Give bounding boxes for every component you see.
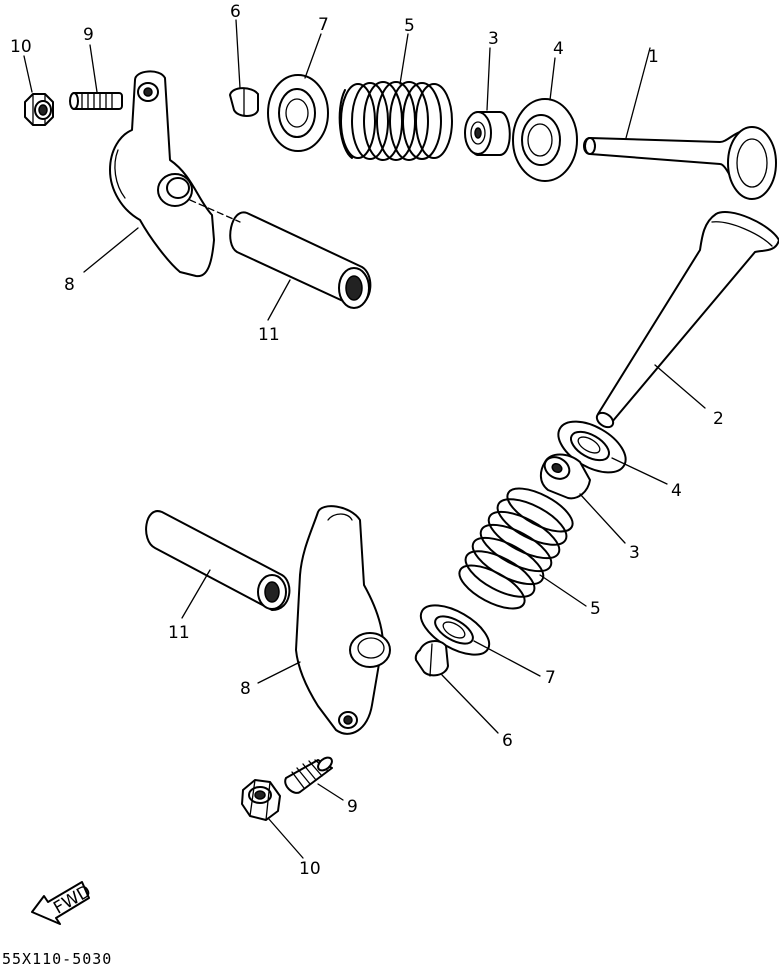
rocker-shaft-top [189, 199, 372, 309]
callout-bot-3: 3 [629, 543, 640, 563]
callout-bot-6: 6 [502, 731, 513, 751]
callout-top-8: 8 [64, 275, 75, 295]
adjusting-screw-bottom [284, 756, 333, 794]
rocker-shaft-bottom [145, 510, 291, 611]
valve-cotter-top [229, 87, 259, 117]
callouts: 10 9 6 7 5 3 4 1 8 11 2 4 3 5 7 6 8 11 9… [10, 2, 724, 879]
callout-bot-10: 10 [299, 859, 321, 879]
spring-seat-top [512, 98, 578, 182]
callout-top-1: 1 [648, 47, 659, 67]
callout-top-9: 9 [83, 25, 94, 45]
callout-bot-8: 8 [240, 679, 251, 699]
adjusting-screw-top [69, 92, 123, 110]
callout-top-6: 6 [230, 2, 241, 22]
spring-retainer-top [267, 74, 329, 152]
valve-stem-seal-top [464, 111, 511, 156]
lock-nut-top [24, 93, 54, 126]
callout-top-4: 4 [553, 39, 564, 59]
valve-spring-bottom [458, 487, 574, 610]
valve-spring-top [338, 81, 453, 161]
callout-bot-5: 5 [590, 599, 601, 619]
leader-lines [23, 19, 706, 859]
callout-top-7: 7 [318, 15, 329, 35]
callout-bot-9: 9 [347, 797, 358, 817]
reference-code: 55X110-5030 [2, 950, 112, 968]
callout-bot-11: 11 [168, 623, 190, 643]
callout-top-10: 10 [10, 37, 32, 57]
callout-bot-2: 2 [713, 409, 724, 429]
rocker-arm-bottom [295, 505, 391, 735]
callout-bot-4: 4 [671, 481, 682, 501]
lock-nut-bottom [241, 779, 281, 821]
valve-stem-seal-bottom [539, 453, 591, 500]
valve-cotter-bottom [414, 640, 449, 677]
intake-valve [583, 126, 777, 200]
exhaust-valve [595, 211, 779, 429]
callout-bot-7: 7 [545, 668, 556, 688]
rocker-arm-top [109, 70, 215, 278]
callout-top-3: 3 [488, 29, 499, 49]
callout-top-5: 5 [404, 16, 415, 36]
callout-top-11: 11 [258, 325, 280, 345]
fwd-arrow-icon: FWD [31, 881, 95, 925]
